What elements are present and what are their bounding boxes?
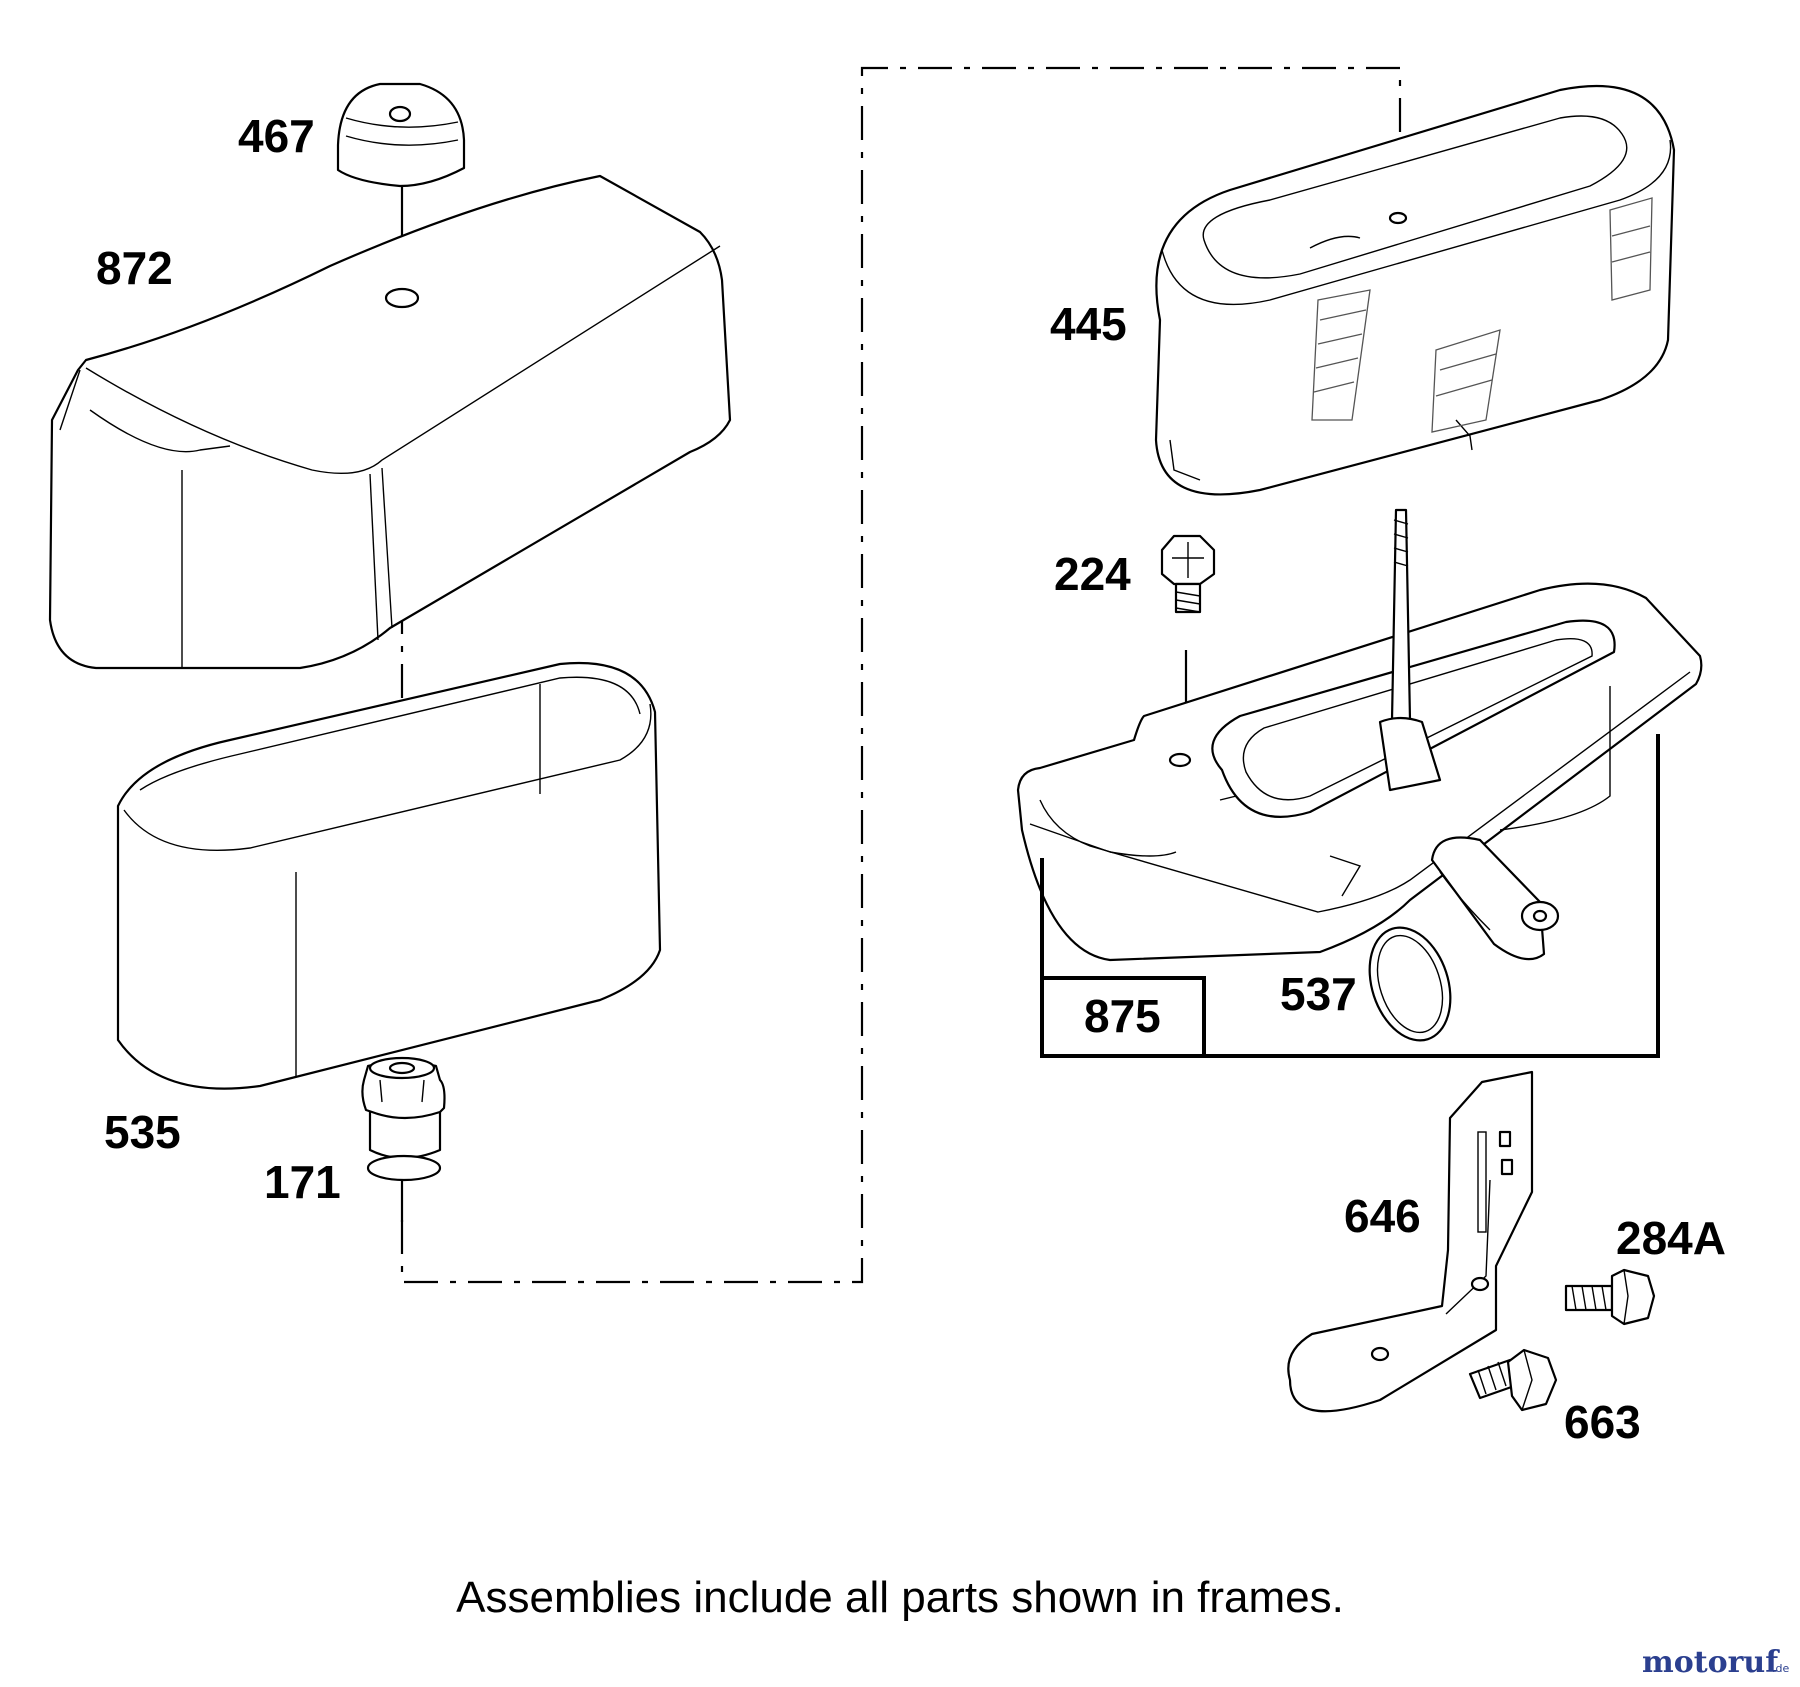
oring-537-icon — [1368, 926, 1452, 1042]
assembly-label-box-875 — [1040, 976, 1206, 1058]
screw-663-icon — [1468, 1348, 1558, 1412]
assembly-frame-875 — [1040, 734, 1660, 1058]
part-label-224: 224 — [1054, 548, 1131, 600]
assembly-connector-line — [400, 66, 1402, 1284]
base-875-icon — [1016, 508, 1703, 962]
screw-284a-icon — [1564, 1268, 1656, 1326]
part-label-284a: 284A — [1616, 1212, 1726, 1264]
part-label-875: 875 — [1084, 990, 1161, 1042]
diagram-caption: Assemblies include all parts shown in fr… — [456, 1573, 1344, 1622]
part-label-535: 535 — [104, 1106, 181, 1158]
knob-467-icon — [336, 82, 466, 188]
part-label-646: 646 — [1344, 1190, 1421, 1242]
part-label-663: 663 — [1564, 1396, 1641, 1448]
bracket-646-icon — [1287, 1070, 1534, 1413]
filter-535-icon — [116, 662, 662, 1090]
cover-872-icon — [48, 174, 732, 670]
grommet-171-icon — [361, 1056, 446, 1182]
filter-445-icon — [1154, 84, 1676, 496]
part-label-872: 872 — [96, 242, 173, 294]
part-label-467: 467 — [238, 110, 315, 162]
part-label-171: 171 — [264, 1156, 341, 1208]
screw-224-icon — [1160, 534, 1216, 614]
watermark-logo: motoruf .de — [1642, 1645, 1789, 1680]
watermark-brand: motoruf — [1642, 1645, 1780, 1680]
watermark-suffix: .de — [1772, 1662, 1789, 1675]
part-label-537: 537 — [1280, 968, 1357, 1020]
part-label-445: 445 — [1050, 298, 1127, 350]
